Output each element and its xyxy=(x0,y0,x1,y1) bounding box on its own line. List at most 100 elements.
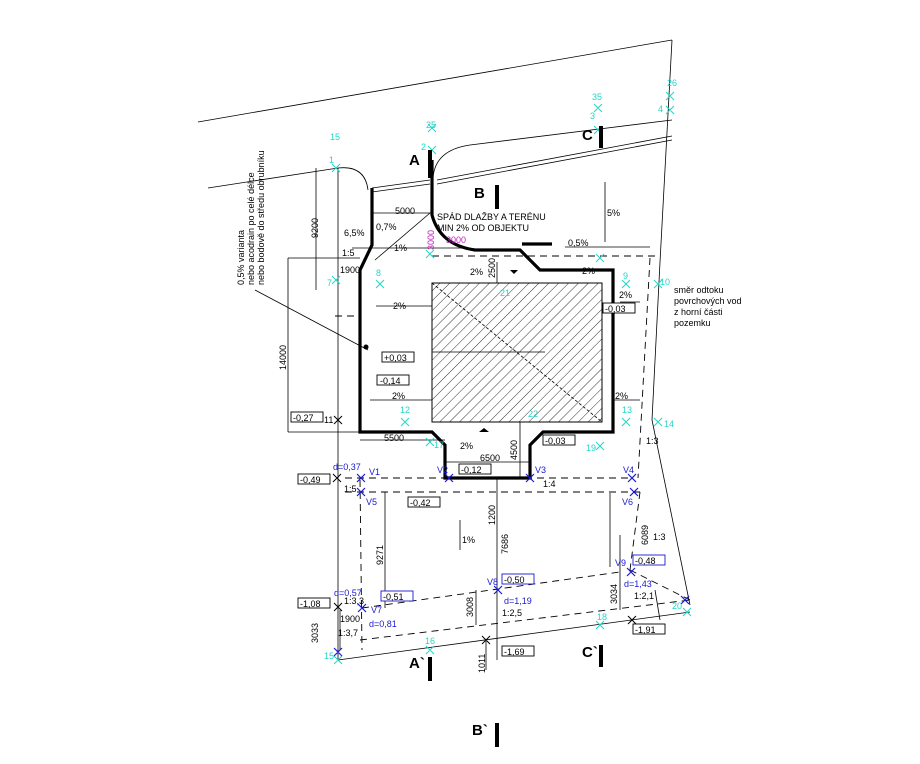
survey-point-numbers: 15 1 2 25 35 3 26 4 7 8 9 10 11 12 13 14… xyxy=(324,78,682,661)
section-markers: A B C A` B` C` xyxy=(409,126,603,747)
slope-label: 6,5% xyxy=(344,228,365,238)
well-label: V1 xyxy=(369,467,380,477)
point-number: 21 xyxy=(500,288,510,298)
dimension: 3034 xyxy=(609,584,619,604)
point-number: 14 xyxy=(664,419,674,429)
well-label: V7 xyxy=(371,605,382,615)
point-number: 35 xyxy=(592,92,602,102)
slope-ratio: 1:2,5 xyxy=(502,608,522,618)
paving-edge xyxy=(358,160,615,480)
well-label: V9 xyxy=(615,558,626,568)
depth-label: d=1,19 xyxy=(504,596,532,606)
point-number: 22 xyxy=(528,409,538,419)
dimension-magenta: 3000 xyxy=(426,230,436,250)
slope-label: 2% xyxy=(470,267,483,277)
variant-note-3: nebo bodově do středu obrubníku xyxy=(256,150,266,285)
level-value: -0,42 xyxy=(410,498,431,508)
point-number: 13 xyxy=(622,405,632,415)
depth-label: d=0,37 xyxy=(333,462,361,472)
point-number: 2 xyxy=(421,142,426,152)
section-a-label: A xyxy=(409,152,420,169)
level-value: -0,03 xyxy=(545,436,566,446)
dimension: 7686 xyxy=(500,534,510,554)
slope-ratio: 1:3 xyxy=(653,532,666,542)
depth-label: d=1,43 xyxy=(624,579,652,589)
slope-label: 0,5% xyxy=(568,238,589,248)
level-value: -0,49 xyxy=(300,475,321,485)
point-number: 12 xyxy=(400,405,410,415)
entrance-marker-icon xyxy=(510,270,518,274)
point-number: 8 xyxy=(376,268,381,278)
level-value: -0,51 xyxy=(383,592,404,602)
drain-note-4: pozemku xyxy=(674,318,711,328)
slope-ratio: 1:4 xyxy=(543,479,556,489)
level-value: -0,48 xyxy=(635,556,656,566)
well-markers xyxy=(332,415,690,657)
entrance-marker-icon xyxy=(479,428,489,432)
point-number: 9 xyxy=(623,271,628,281)
dimension: 5500 xyxy=(384,433,404,443)
dimension: 1011 xyxy=(477,654,487,673)
dimension: 9271 xyxy=(375,545,385,565)
slope-label: 2% xyxy=(460,441,473,451)
slope-label: 1% xyxy=(394,243,407,253)
well-label: V2 xyxy=(437,465,448,475)
slope-note-2: MIN 2% OD OBJEKTU xyxy=(437,223,529,233)
dimension-magenta: 3000 xyxy=(446,235,466,245)
slope-label: 2% xyxy=(392,391,405,401)
dimension: 3033 xyxy=(310,623,320,643)
dimension: 6500 xyxy=(480,453,500,463)
well-label: V3 xyxy=(535,465,546,475)
slope-label: 2% xyxy=(393,301,406,311)
depth-label: d=0,81 xyxy=(369,619,397,629)
slope-note-1: SPÁD DLAŽBY A TERÉNU xyxy=(437,212,546,222)
plot-boundaries xyxy=(197,39,691,661)
level-value: -1,08 xyxy=(300,599,321,609)
point-number: 3 xyxy=(590,111,595,121)
dimension: 1900 xyxy=(340,265,360,275)
slope-label: 5% xyxy=(607,208,620,218)
section-a2-label: A` xyxy=(409,655,425,672)
section-b2-label: B` xyxy=(472,722,488,739)
well-labels: V1 V2 V3 V4 V5 V6 V7 V8 V9 xyxy=(366,465,634,615)
dimension-lines xyxy=(254,168,661,670)
point-number: 4 xyxy=(658,104,663,114)
slope-ratio: 1:3,7 xyxy=(338,628,358,638)
slope-ratio: 1:3,3 xyxy=(344,596,364,606)
dimension: 4500 xyxy=(509,440,519,460)
drain-note-2: povrchových vod xyxy=(674,296,742,306)
depth-label: d=0,57 xyxy=(334,588,362,598)
point-number: 19 xyxy=(586,443,596,453)
level-value: -1,91 xyxy=(635,625,656,635)
variant-note-1: 0,5% varianta xyxy=(236,230,246,285)
slope-label: 2% xyxy=(615,391,628,401)
dimension-labels: 5000 9200 1900 14000 5500 6500 4500 2500… xyxy=(278,206,650,673)
slope-ratio: 1:5 xyxy=(344,484,357,494)
section-c-label: C xyxy=(582,127,593,144)
dimension: 14000 xyxy=(278,345,288,370)
drain-point-icon xyxy=(363,344,369,350)
point-number: 26 xyxy=(667,78,677,88)
dimension: 6089 xyxy=(640,525,650,545)
variant-note-2: nebo acodrain po celé délce xyxy=(246,172,256,285)
level-value: -0,50 xyxy=(504,575,525,585)
point-number: 1 xyxy=(329,155,334,165)
dimension: 1900 xyxy=(340,614,360,624)
slope-label: 2% xyxy=(619,290,632,300)
point-number: 17 xyxy=(434,440,444,450)
slope-label: 1% xyxy=(462,535,475,545)
dimension: 5000 xyxy=(395,206,415,216)
slope-label: 0,7% xyxy=(376,222,397,232)
level-value: -1,69 xyxy=(504,647,525,657)
slope-ratio: 1:2,1 xyxy=(634,591,654,601)
point-number: 20 xyxy=(672,601,682,611)
dimension: 3008 xyxy=(465,597,475,617)
dimension: 9200 xyxy=(310,218,320,238)
drain-note-1: směr odtoku xyxy=(674,285,724,295)
point-number: 10 xyxy=(660,277,670,287)
well-label: V8 xyxy=(487,577,498,587)
slope-ratio: 1:3 xyxy=(646,436,659,446)
level-boxes: +0,03 -0,14 -0,27 -0,03 -0,03 -0,12 -0,4… xyxy=(290,302,666,657)
dashed-lines xyxy=(335,255,691,651)
